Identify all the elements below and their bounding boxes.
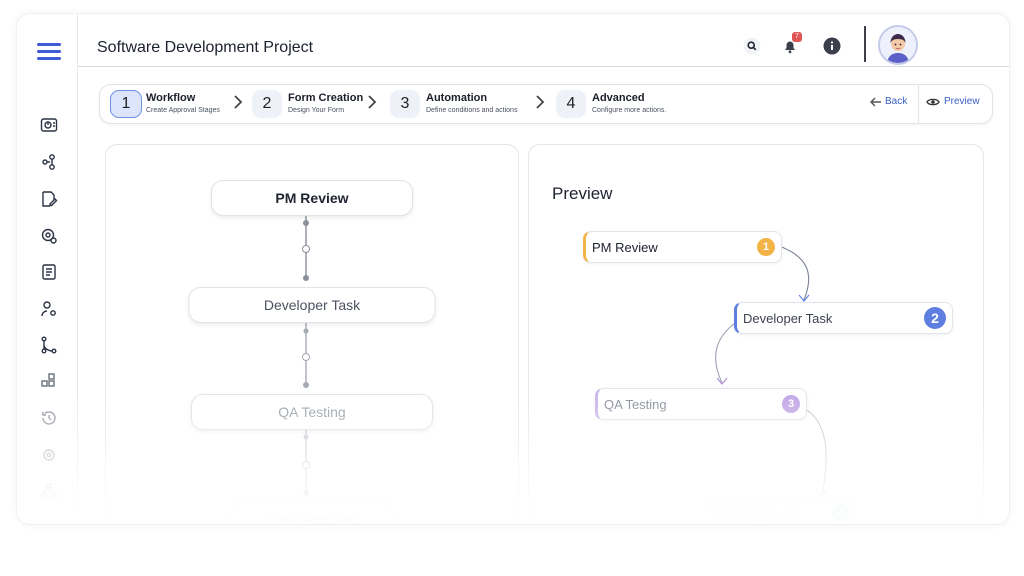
preview-panel: Preview PM Review 1 Developer Task 2 QA …: [528, 144, 984, 524]
notification-badge: 7: [792, 32, 802, 42]
menu-icon[interactable]: [37, 43, 61, 61]
preview-node[interactable]: Developer Task 2: [734, 302, 953, 334]
step-subtitle: Configure more actions.: [592, 107, 667, 114]
history-icon[interactable]: [39, 408, 59, 428]
chevron-right-icon: [535, 95, 545, 109]
step-label: Form Creation: [288, 92, 364, 104]
workflow-node[interactable]: Developer Task: [188, 287, 436, 323]
avatar[interactable]: [878, 25, 918, 65]
preview-node-label: PM Review: [592, 239, 658, 255]
modules-icon[interactable]: [39, 371, 59, 391]
workflow-node[interactable]: Final Approval: [231, 501, 393, 524]
preview-node-label: QA Testing: [604, 396, 667, 412]
step-subtitle: Define conditions and actions: [426, 107, 518, 114]
workflow-icon[interactable]: [39, 152, 59, 172]
preview-node-number: 3: [782, 395, 800, 413]
topbar: Software Development Project 7: [78, 14, 1009, 67]
notification-bell-icon[interactable]: 7: [780, 32, 802, 56]
settings-icon[interactable]: [39, 226, 59, 246]
documents-icon[interactable]: [39, 262, 59, 282]
workflow-editor-panel: PM Review Developer Task QA Testing Fina…: [105, 144, 519, 524]
org-chart-icon[interactable]: [39, 481, 59, 501]
step-subtitle: Create Approval Stages: [146, 107, 220, 114]
step-label: Advanced: [592, 92, 645, 104]
workflow-node[interactable]: QA Testing: [191, 394, 433, 430]
app-window: Software Development Project 7 1: [16, 13, 1010, 525]
preview-label: Preview: [944, 96, 980, 107]
topbar-divider: [864, 26, 866, 62]
preview-node-label: Developer Task: [743, 310, 833, 326]
stepper-divider: [918, 85, 919, 123]
dashboard-icon[interactable]: [39, 115, 59, 135]
chevron-right-icon: [233, 95, 243, 109]
step-number: 4: [556, 90, 586, 118]
arrow-left-icon: [870, 97, 881, 106]
search-icon[interactable]: [742, 36, 762, 56]
info-icon[interactable]: [822, 36, 842, 56]
preview-node-number: 1: [757, 238, 775, 256]
eye-icon: [926, 98, 940, 105]
back-label: Back: [885, 96, 908, 107]
preview-title: Preview: [552, 184, 613, 203]
users-settings-icon[interactable]: [39, 299, 59, 319]
integrations-icon[interactable]: [39, 445, 59, 465]
chevron-right-icon: [367, 95, 377, 109]
preview-node-label: Final Approval: [712, 505, 795, 521]
form-edit-icon[interactable]: [39, 189, 59, 209]
step-label: Workflow: [146, 92, 196, 104]
preview-node[interactable]: PM Review 1: [583, 231, 782, 263]
preview-node-number: 2: [924, 307, 946, 329]
sidebar: [17, 14, 78, 524]
step-label: Automation: [426, 92, 488, 104]
preview-node-number: 4: [832, 504, 850, 522]
preview-node[interactable]: QA Testing 3: [595, 388, 807, 420]
preview-connectors: [715, 245, 828, 497]
step-subtitle: Design Your Form: [288, 107, 345, 114]
preview-node[interactable]: Final Approval 4: [705, 497, 857, 524]
step-number: 1: [110, 90, 142, 118]
workflow-node[interactable]: PM Review: [211, 180, 413, 216]
preview-button[interactable]: Preview: [926, 96, 980, 107]
back-button[interactable]: Back: [870, 96, 907, 107]
hierarchy-icon[interactable]: [39, 335, 59, 355]
step-number: 2: [252, 90, 282, 118]
step-number: 3: [390, 90, 420, 118]
stepper: 1 Workflow Create Approval Stages 2 Form…: [99, 84, 993, 124]
page-title: Software Development Project: [97, 39, 314, 56]
